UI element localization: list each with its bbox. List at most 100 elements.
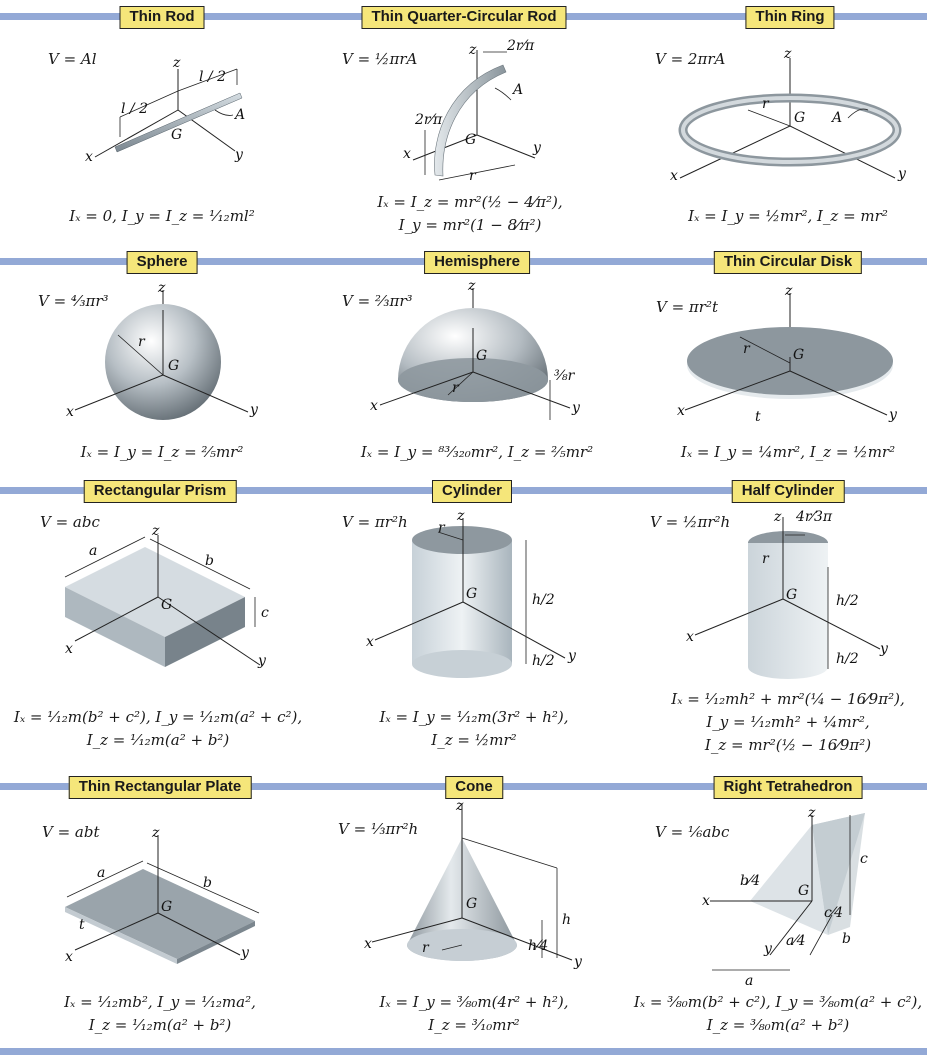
axis-label-x: x	[85, 149, 93, 165]
axis-label-y: y	[897, 166, 907, 182]
radius-label: r	[469, 168, 477, 184]
dimension-label: h/2	[532, 653, 555, 669]
dimension-label: c	[860, 851, 868, 867]
thickness-label: t	[755, 409, 761, 425]
area-label: A	[511, 82, 523, 98]
dimension-label: b⁄4	[740, 873, 760, 889]
volume-formula: V = ½πr²h	[650, 513, 731, 531]
dimension-label: b	[205, 553, 214, 569]
inertia-formula: Iₓ = ³⁄₈₀m(b² + c²), I_y = ³⁄₈₀m(a² + c²…	[633, 993, 923, 1011]
volume-formula: V = abt	[42, 823, 100, 841]
axis-label-y: y	[532, 140, 542, 156]
inertia-formula: Iₓ = I_y = ⁸³⁄₃₂₀mr², I_z = ⅖mr²	[360, 443, 594, 461]
thin-rod-figure: z x y G A l / 2 l / 2	[85, 55, 245, 165]
inertia-formula: Iₓ = I_y = ³⁄₈₀m(4r² + h²),	[379, 993, 569, 1011]
inertia-formula: Iₓ = I_y = ½mr², I_z = mr²	[688, 207, 888, 225]
area-label: A	[233, 107, 245, 123]
axis-label-y: y	[234, 147, 244, 163]
dimension-label: a	[89, 543, 97, 559]
inertia-formula: Iₓ = 0, I_y = I_z = ¹⁄₁₂ml²	[69, 207, 255, 225]
radius-label: r	[422, 940, 430, 956]
volume-formula: V = ½πrA	[342, 50, 418, 68]
thin-plate-figure: z x y G a b t	[65, 825, 260, 965]
axis-label-x: x	[65, 641, 73, 657]
tetrahedron-figure: z x y G a b c b⁄4 c⁄4 a⁄4	[702, 805, 868, 989]
inertia-formula: I_z = ½mr²	[431, 731, 517, 749]
axis-label-y: y	[763, 941, 773, 957]
dimension-label: a⁄4	[786, 933, 806, 949]
cone-figure: z x y G r h h⁄4	[364, 798, 583, 970]
inertia-formula: I_y = ¹⁄₁₂mh² + ¼mr²,	[706, 713, 870, 731]
centroid-label: G	[798, 883, 809, 899]
inertia-formula: I_z = ³⁄₁₀mr²	[428, 1016, 520, 1034]
volume-formula: V = 2πrA	[655, 50, 726, 68]
thin-disk-figure: z x y G r t	[677, 283, 898, 425]
title-thin-plate: Thin Rectangular Plate	[68, 776, 252, 799]
centroid-label: G	[476, 348, 487, 364]
axis-label-z: z	[151, 523, 160, 539]
hemisphere-figure: z x y G r ⅜r	[370, 278, 581, 420]
dimension-label: l / 2	[121, 101, 148, 117]
dimension-label: ⅜r	[554, 368, 576, 384]
title-hemisphere: Hemisphere	[424, 251, 530, 274]
dimension-label: b	[203, 875, 212, 891]
centroid-label: G	[786, 587, 797, 603]
dimension-label: h	[562, 912, 571, 928]
title-thin-disk: Thin Circular Disk	[713, 251, 863, 274]
axis-label-z: z	[784, 283, 793, 299]
axis-label-y: y	[257, 653, 267, 669]
sphere-figure: z x y G r	[66, 280, 259, 420]
axis-label-x: x	[670, 168, 678, 184]
title-tetrahedron: Right Tetrahedron	[713, 776, 863, 799]
volume-formula: V = ⅙abc	[655, 823, 730, 841]
centroid-label: G	[168, 358, 179, 374]
axis-label-z: z	[773, 509, 782, 525]
quarter-rod-figure: z x y G A r 2r⁄π 2r⁄π	[403, 38, 542, 184]
rect-prism-figure: z x y G a b c	[64, 523, 269, 669]
dimension-label: h/2	[836, 651, 859, 667]
inertia-formula: Iₓ = I_y = I_z = ⅖mr²	[80, 443, 244, 461]
title-cone: Cone	[445, 776, 503, 799]
axis-label-z: z	[468, 42, 477, 58]
axis-label-z: z	[467, 278, 476, 294]
title-quarter-rod: Thin Quarter-Circular Rod	[361, 6, 567, 29]
area-label: A	[830, 110, 842, 126]
inertia-formula: I_z = ¹⁄₁₂m(a² + b²)	[88, 1016, 232, 1034]
inertia-formula: I_z = mr²(½ − 16⁄9π²)	[704, 736, 872, 754]
radius-label: r	[762, 551, 770, 567]
cylinder-figure: z x y G r h/2 h/2	[366, 508, 577, 678]
title-thin-ring: Thin Ring	[745, 6, 835, 29]
dimension-label: c	[261, 605, 269, 621]
axis-label-x: x	[66, 404, 74, 420]
dimension-label: b	[842, 931, 851, 947]
volume-formula: V = πr²h	[342, 513, 408, 531]
axis-label-x: x	[686, 629, 694, 645]
dimension-label: h⁄4	[528, 938, 548, 954]
inertia-formula: Iₓ = ¹⁄₁₂m(b² + c²), I_y = ¹⁄₁₂m(a² + c²…	[13, 708, 303, 726]
inertia-formula: I_z = ³⁄₈₀m(a² + b²)	[706, 1016, 850, 1034]
axis-label-y: y	[573, 954, 583, 970]
title-rect-prism: Rectangular Prism	[83, 480, 237, 503]
volume-formula: V = πr²t	[656, 298, 719, 316]
inertia-formula: Iₓ = I_z = mr²(½ − 4⁄π²),	[377, 193, 563, 211]
volume-formula: V = abc	[40, 513, 100, 531]
axis-label-y: y	[567, 648, 577, 664]
thickness-label: t	[79, 917, 85, 933]
dimension-label: a	[745, 973, 753, 989]
radius-label: r	[438, 520, 446, 536]
centroid-label: G	[161, 899, 172, 915]
axis-label-y: y	[249, 402, 259, 418]
axis-label-y: y	[240, 945, 250, 961]
axis-label-z: z	[151, 825, 160, 841]
axis-label-y: y	[888, 407, 898, 423]
centroid-label: G	[466, 896, 477, 912]
dimension-label: 4r⁄3π	[795, 509, 833, 525]
axis-label-y: y	[879, 641, 889, 657]
centroid-label: G	[171, 127, 182, 143]
dimension-label: h/2	[836, 593, 859, 609]
volume-formula: V = Al	[48, 50, 97, 68]
inertia-formula: I_y = mr²(1 − 8⁄π²)	[398, 216, 542, 234]
radius-label: r	[762, 96, 770, 112]
axis-label-x: x	[702, 893, 710, 909]
axis-label-x: x	[364, 936, 372, 952]
